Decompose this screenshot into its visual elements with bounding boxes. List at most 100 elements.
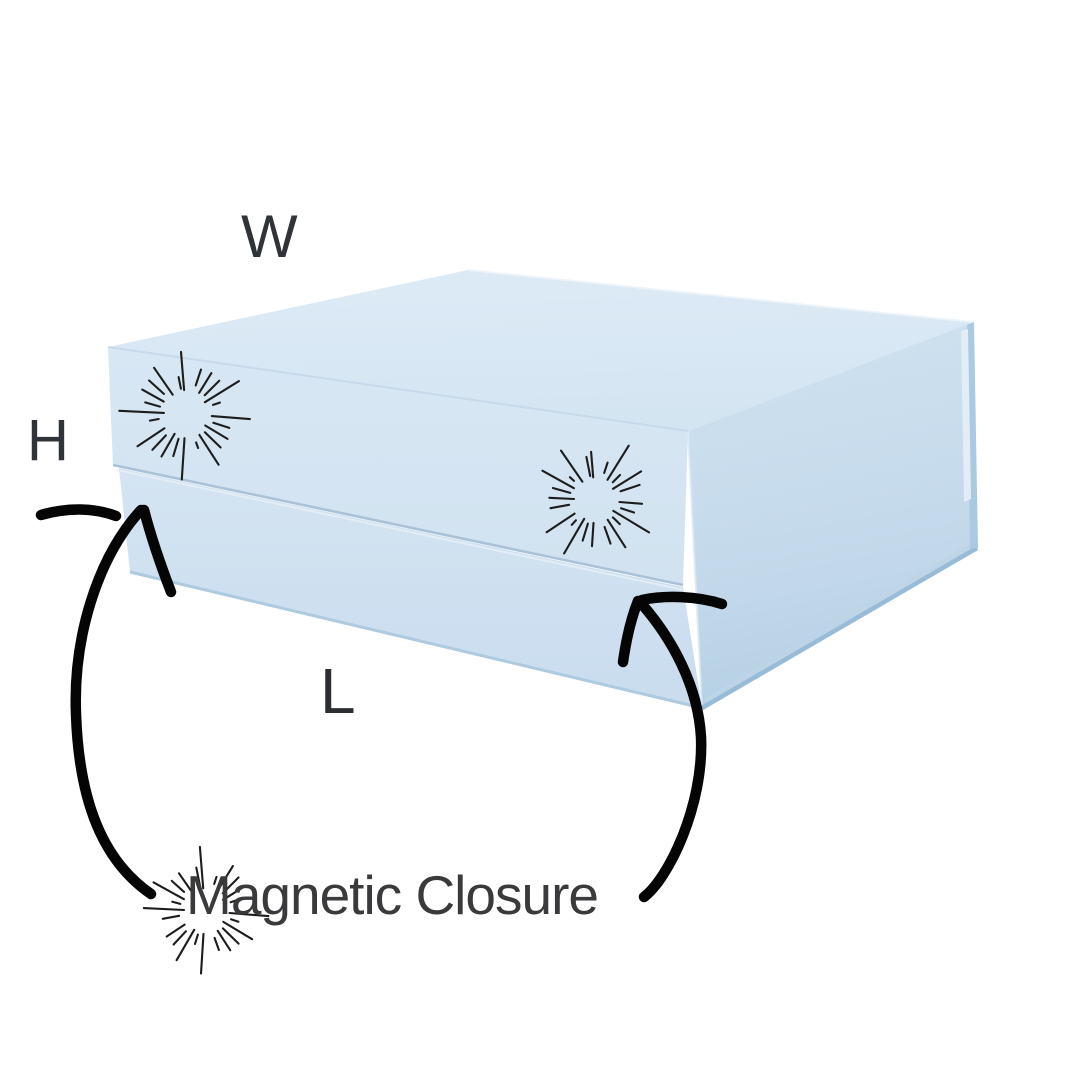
starburst-ray: [161, 914, 181, 920]
starburst-ray: [180, 437, 186, 481]
starburst-ray: [198, 845, 205, 890]
box-right-face: [688, 322, 977, 708]
starburst-ray: [210, 415, 251, 421]
height-label: H: [27, 408, 69, 473]
starburst-ray: [216, 929, 232, 952]
length-label: L: [320, 655, 356, 727]
box-top-face: [108, 270, 973, 431]
starburst-ray: [590, 521, 595, 548]
starburst-ray: [203, 379, 221, 397]
starburst-ray: [216, 865, 234, 892]
starburst-ray: [559, 449, 584, 483]
starburst-ray: [179, 350, 186, 392]
front-right-edge: [687, 430, 703, 709]
starburst-ray: [199, 932, 205, 975]
starburst-lid-right-icon: [541, 444, 651, 555]
starburst-ray: [549, 503, 571, 510]
starburst-ray: [175, 928, 196, 962]
lid-seam-shadow: [112, 463, 684, 587]
starburst-ray: [203, 431, 222, 449]
magnetic-closure-label: Magnetic Closure: [186, 864, 599, 926]
starburst-ray: [563, 517, 586, 555]
starburst-ray: [541, 469, 575, 490]
arrow-right-barb-right: [636, 591, 728, 610]
starburst-ray: [221, 927, 240, 945]
starburst-ray: [203, 380, 240, 404]
starburst-ray: [160, 432, 176, 458]
starburst-ray: [195, 866, 202, 889]
starburst-ray: [165, 923, 186, 938]
starburst-ray: [177, 376, 182, 390]
starburst-ray: [611, 470, 643, 490]
arrow-right: [617, 591, 728, 903]
starburst-ray: [204, 424, 229, 440]
top-back-edge-highlight: [467, 269, 974, 323]
starburst-ray: [152, 881, 185, 901]
side-bottom-shadow: [704, 542, 974, 703]
starburst-ray: [611, 516, 621, 526]
starburst-ray: [619, 483, 641, 493]
arrow-left-shaft: [70, 504, 157, 900]
arrow-right-shaft: [634, 596, 707, 903]
starburst-ray: [545, 512, 576, 534]
box-lid-front-face: [108, 347, 688, 585]
starburst-ray: [606, 444, 630, 481]
starburst-ray: [177, 872, 194, 894]
starburst-ray: [229, 897, 244, 904]
starburst-lid-left-icon: [118, 350, 251, 481]
starburst-ray: [221, 884, 247, 901]
box-base-front-face: [119, 468, 702, 708]
side-bottom-edge: [700, 546, 979, 710]
starburst-ray: [195, 441, 200, 450]
starburst-ray: [228, 911, 270, 918]
starburst-ray: [568, 476, 576, 482]
starburst-ray: [148, 417, 160, 422]
starburst-ray: [603, 461, 609, 474]
starburst-ray: [551, 486, 572, 494]
starburst-ray: [118, 409, 165, 414]
starburst-ray: [581, 522, 589, 542]
starburst-ray: [136, 427, 166, 448]
starburst-ray: [141, 388, 165, 403]
starburst-ray: [172, 437, 180, 458]
starburst-ray: [142, 907, 186, 912]
arrow-left-barb-right: [138, 504, 177, 598]
starburst-ray: [172, 930, 187, 946]
arrow-right-barb-left: [617, 595, 644, 668]
starburst-ray: [221, 876, 240, 895]
starburst-ray: [198, 433, 220, 466]
starburst-ray: [148, 379, 165, 395]
starburst-ray: [229, 918, 240, 923]
starburst-ray: [611, 473, 622, 484]
base-bottom-edge: [129, 570, 703, 710]
starburst-ray: [612, 509, 651, 534]
starburst-ray: [570, 519, 577, 526]
starburst-ray: [198, 372, 213, 394]
starburst-ray: [619, 507, 636, 514]
starburst-ray: [193, 933, 199, 945]
starburst-caption-icon: [142, 845, 270, 975]
starburst-ray: [170, 879, 186, 893]
lid-top-crease: [107, 346, 689, 432]
starburst-ray: [590, 450, 595, 479]
starburst-ray: [211, 401, 221, 406]
starburst-ray: [212, 421, 231, 429]
starburst-ray: [585, 455, 592, 478]
starburst-ray: [618, 500, 644, 505]
starburst-ray: [213, 875, 218, 885]
width-label: W: [241, 203, 298, 270]
starburst-ray: [548, 496, 576, 501]
starburst-ray: [213, 936, 220, 952]
base-seam-highlight: [116, 469, 685, 591]
lid-side-flap-highlight: [961, 329, 971, 502]
starburst-ray: [222, 920, 254, 941]
starburst-ray: [144, 401, 162, 408]
starburst-ray: [194, 368, 203, 387]
starburst-ray: [151, 434, 167, 451]
starburst-ray: [603, 525, 612, 545]
arrow-left: [35, 504, 177, 900]
starburst-ray: [153, 366, 174, 396]
starburst-ray: [606, 518, 627, 549]
